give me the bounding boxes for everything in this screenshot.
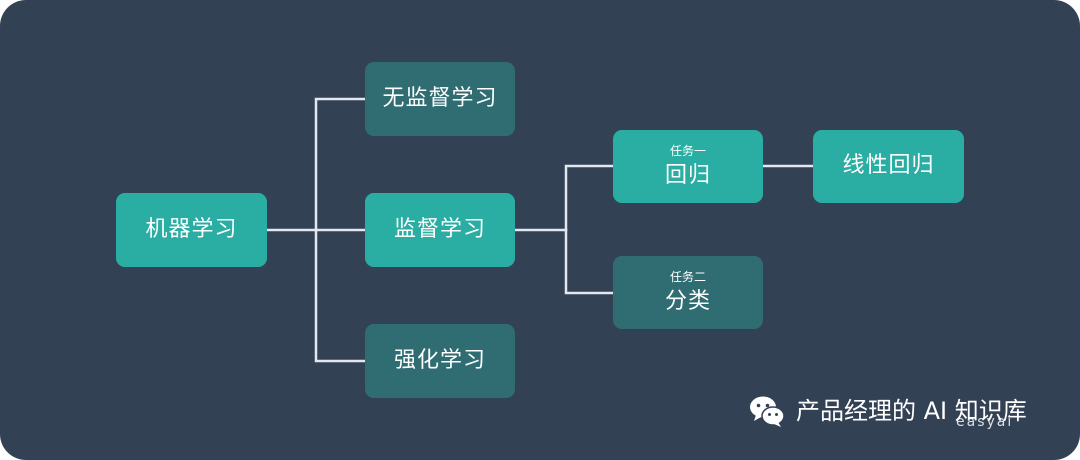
node-label: 监督学习	[393, 216, 486, 242]
node-task-tag: 任务二	[669, 269, 706, 284]
node-label: 回归	[664, 163, 711, 188]
node-label: 线性回归	[842, 153, 935, 179]
watermark-text: 产品经理的 AI 知识库	[796, 397, 1027, 425]
wechat-icon	[750, 396, 785, 427]
node-label: 强化学习	[393, 347, 486, 373]
watermark-sub: easyai	[956, 414, 1014, 430]
connector-supervised-bracket	[564, 164, 615, 295]
node-label: 无监督学习	[382, 85, 498, 111]
node-label: 机器学习	[145, 216, 238, 242]
node-label: 分类	[664, 289, 711, 314]
node-unsupervised-learning: 无监督学习	[365, 62, 515, 136]
wechat-watermark: 产品经理的 AI 知识库	[748, 392, 1027, 430]
node-regression: 任务一 回归	[613, 130, 763, 203]
node-task-tag: 任务一	[669, 143, 706, 158]
node-linear-regression: 线性回归	[813, 130, 964, 203]
node-reinforcement-learning: 强化学习	[365, 324, 515, 398]
node-supervised-learning: 监督学习	[365, 193, 515, 267]
node-classification: 任务二 分类	[613, 256, 763, 329]
node-machine-learning: 机器学习	[116, 193, 267, 267]
